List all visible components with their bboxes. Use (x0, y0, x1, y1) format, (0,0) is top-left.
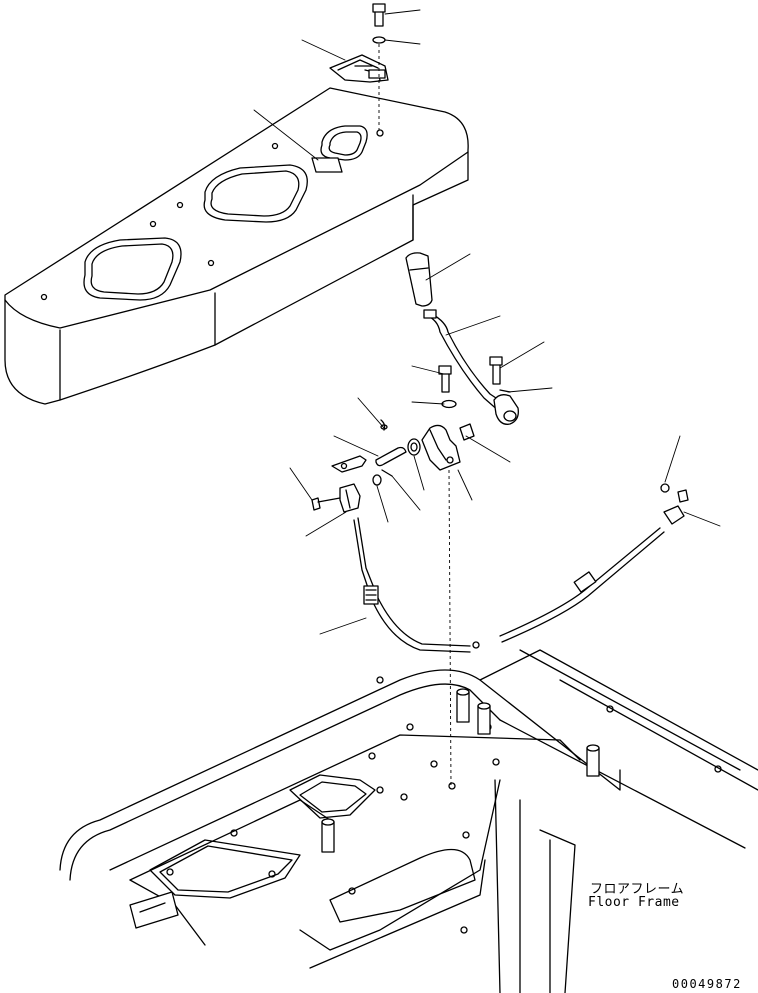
drawing-number: 00049872 (672, 977, 742, 991)
lever-bracket (421, 424, 461, 471)
lever-knob (405, 252, 433, 307)
bolt-top (372, 3, 386, 130)
floor-frame (59, 641, 758, 993)
shift-lever-rod (423, 309, 519, 425)
cable-bracket (331, 455, 367, 473)
console-cover (4, 87, 469, 405)
bolt-middle (438, 365, 457, 409)
control-cable (353, 483, 689, 653)
floor-frame-label-jp: フロアフレーム (590, 882, 685, 897)
bolt-lever (489, 356, 511, 393)
stopper-bracket (329, 54, 389, 83)
floor-frame-label-en: Floor Frame (588, 895, 680, 910)
pin (375, 419, 407, 467)
cable-end-clamp (311, 469, 393, 513)
leader-lines (253, 9, 721, 635)
bushings (407, 423, 475, 456)
